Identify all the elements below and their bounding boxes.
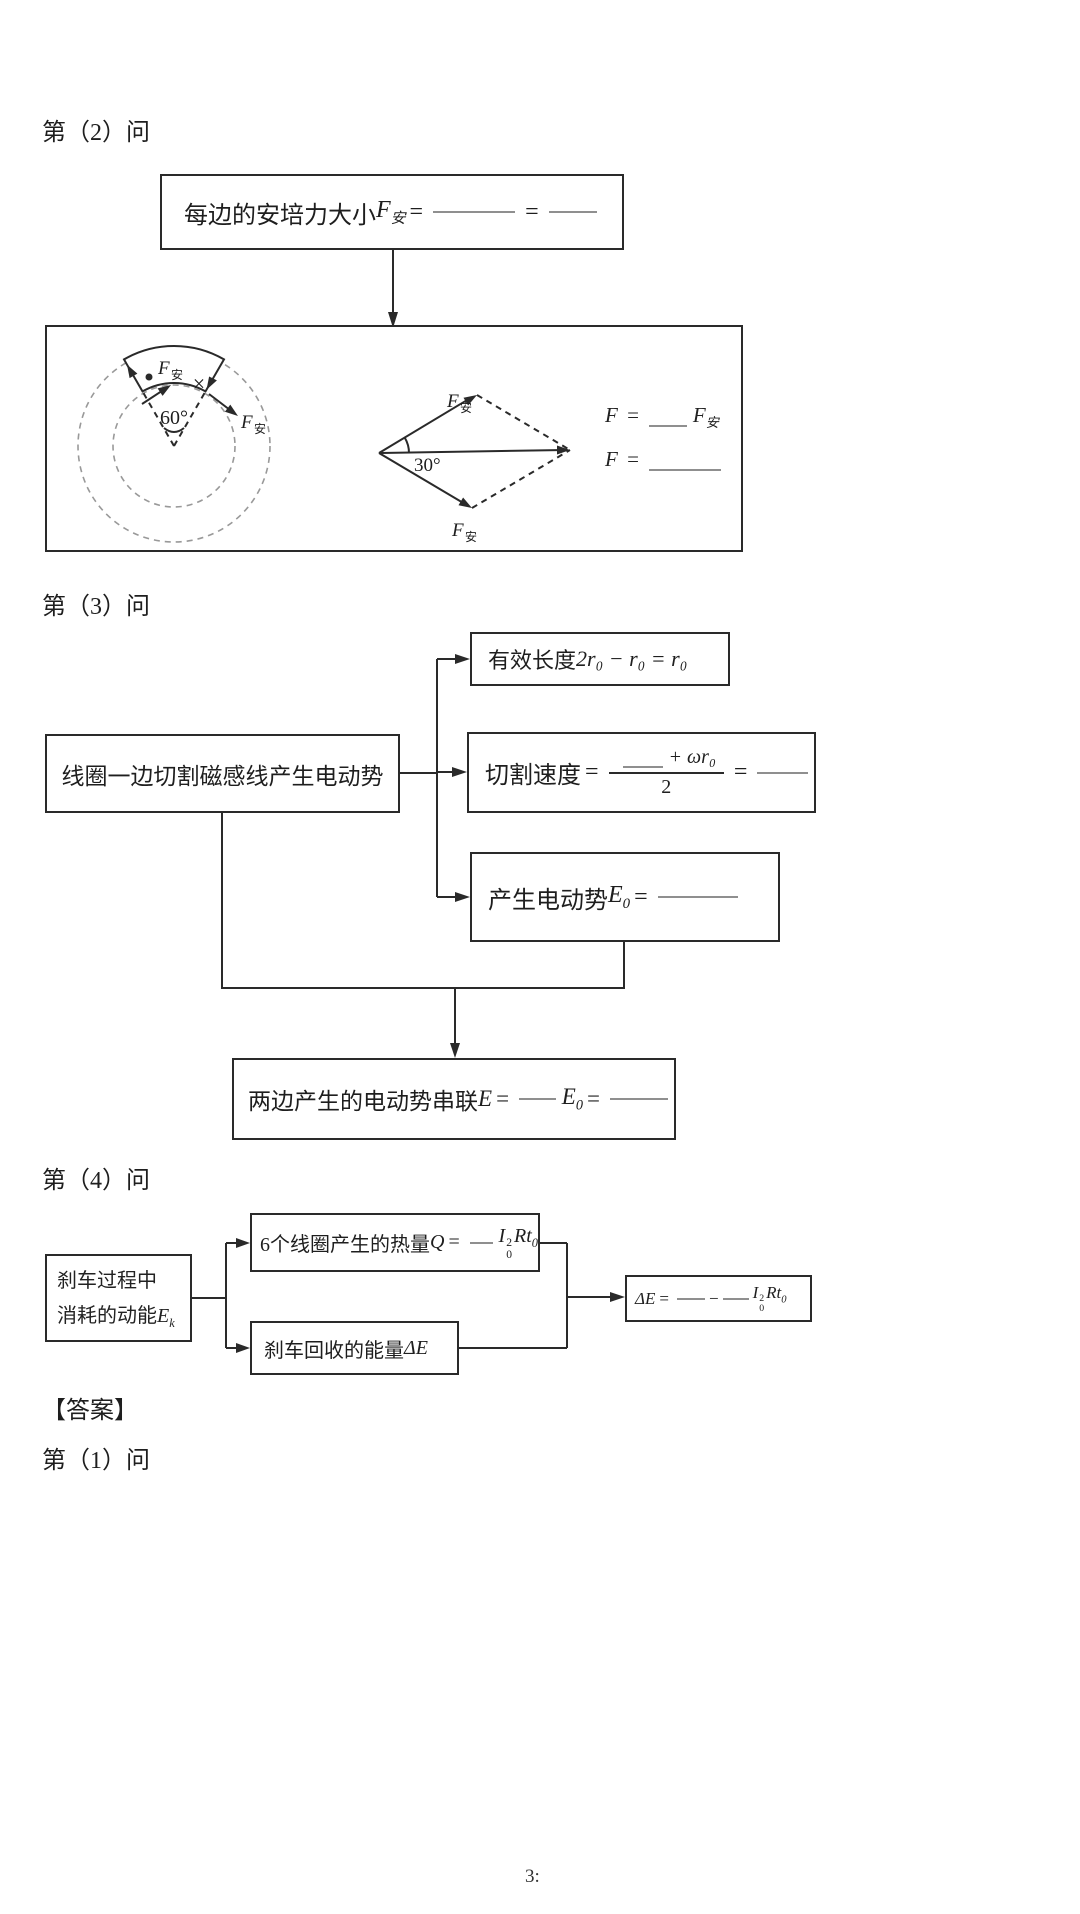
equals-sign: =: [627, 447, 639, 471]
angle-30-label: 30°: [414, 455, 441, 476]
angle-60-label: 60°: [160, 407, 188, 429]
equals-sign: =: [586, 1086, 600, 1111]
force-symbol: F安: [692, 403, 719, 431]
equals-sign: =: [448, 1231, 460, 1253]
answer-blank: [622, 766, 663, 768]
effective-length-box: 有效长度 2r₀ − r₀ = r₀: [470, 632, 730, 686]
page-number: 3:: [525, 1866, 540, 1887]
answer-blank: [469, 1241, 493, 1244]
heat-symbol: Q: [430, 1231, 445, 1253]
effective-length-formula: 2r₀ − r₀ = r₀: [576, 646, 688, 671]
emf-source-label: 线圈一边切割磁感线产生电动势: [61, 763, 384, 789]
answer-blank: [722, 1297, 749, 1300]
recovered-energy-label: 刹车回收的能量: [264, 1339, 404, 1362]
kinetic-line-1: 刹车过程中: [57, 1270, 157, 1292]
current-direction-arrowheads: [127, 364, 217, 390]
question-3-heading: 第（3）问: [42, 594, 150, 620]
top-vector-label-sub: 安: [460, 400, 472, 415]
equals-sign: =: [627, 403, 639, 427]
emf-source-box: 线圈一边切割磁感线产生电动势: [45, 734, 400, 813]
answer-blank: [548, 211, 597, 213]
series-emf-label: 两边产生的电动势串联: [248, 1089, 478, 1114]
answer-blank: [648, 469, 721, 471]
arrow-shape: [388, 250, 398, 328]
right-force-arrow: [208, 393, 238, 416]
connector-lines: [221, 654, 625, 1058]
vector-arrows: [378, 395, 570, 508]
resultant-force-equation-1: F = F安: [605, 403, 719, 431]
equals-sign: =: [409, 198, 424, 225]
force-F: F: [605, 447, 618, 471]
question-2-heading: 第（2）问: [42, 120, 150, 146]
answer-q1-heading: 第（1）问: [42, 1448, 150, 1474]
right-force-label-sub: 安: [254, 421, 266, 436]
minus-sign: −: [708, 1288, 719, 1308]
effective-length-label: 有效长度: [488, 648, 577, 673]
answer-blank: [609, 1098, 668, 1100]
bottom-vector-label-sub: 安: [465, 529, 477, 544]
question-4-heading: 第（4）问: [42, 1168, 150, 1194]
speed-fraction: + ωr₀ 2: [608, 746, 724, 799]
answer-blank: [676, 1297, 705, 1300]
left-force-label: F: [157, 358, 170, 379]
fraction-denominator: 2: [608, 772, 724, 799]
answer-blank: [433, 211, 516, 213]
field-out-dot-icon: [145, 373, 153, 381]
heat-label: 6个线圈产生的热量: [260, 1234, 430, 1256]
resultant-force-equation-2: F =: [605, 447, 727, 472]
answer-blank: [657, 896, 738, 898]
angle-arc: [403, 437, 410, 454]
top-vector-label: F: [446, 391, 459, 412]
cutting-speed-box: 切割速度 = + ωr₀ 2 =: [467, 732, 816, 813]
down-arrow-connector: [388, 250, 398, 328]
field-in-cross-icon: ×: [193, 371, 205, 396]
q3-flowchart-connectors: [221, 654, 625, 1058]
left-force-label-sub: 安: [171, 367, 183, 382]
fraction-numerator: + ωr₀: [609, 746, 724, 772]
emf-unit-symbol: E0: [561, 1083, 583, 1114]
equals-sign: =: [634, 883, 648, 910]
force-vector-diagram: 30° F 安 F 安: [378, 391, 571, 544]
answer-blank: [648, 425, 687, 427]
ampere-force-label: 每边的安培力大小: [184, 202, 376, 229]
kinetic-energy-box: 刹车过程中 消耗的动能Ek: [45, 1254, 192, 1342]
kinetic-line-2: 消耗的动能Ek: [57, 1305, 175, 1330]
radius-dashed-lines: [141, 390, 207, 447]
cutting-speed-label: 切割速度: [485, 763, 581, 789]
delta-E-symbol: ΔE: [404, 1336, 428, 1359]
answer-heading: 【答案】: [42, 1398, 138, 1424]
q4-flowchart-connectors: [192, 1238, 625, 1353]
connector-lines: [192, 1238, 625, 1353]
right-force-label: F: [240, 412, 253, 433]
force-F: F: [605, 403, 618, 427]
equals-sign: =: [659, 1288, 669, 1308]
delta-E-symbol: ΔE: [635, 1288, 656, 1308]
numerator-term: + ωr₀: [668, 746, 716, 768]
emf-symbol: E0: [608, 881, 631, 912]
equals-sign: =: [496, 1086, 510, 1111]
equals-sign: =: [525, 198, 539, 225]
bottom-vector-label: F: [451, 520, 464, 541]
emf-total-symbol: E: [478, 1086, 493, 1111]
equals-sign: =: [733, 759, 748, 785]
answer-blank: [519, 1098, 556, 1100]
equals-sign: =: [585, 759, 599, 785]
coil-sector-diagram: 60° × F 安 F 安: [77, 345, 271, 543]
left-force-arrow: [141, 385, 171, 405]
parallelogram-dashed-sides: [471, 394, 571, 509]
answer-blank: [757, 771, 808, 774]
force-symbol: F安: [376, 196, 406, 227]
emf-value-label: 产生电动势: [488, 887, 608, 914]
force-diagram-panel: 60° × F 安 F 安: [45, 325, 743, 552]
